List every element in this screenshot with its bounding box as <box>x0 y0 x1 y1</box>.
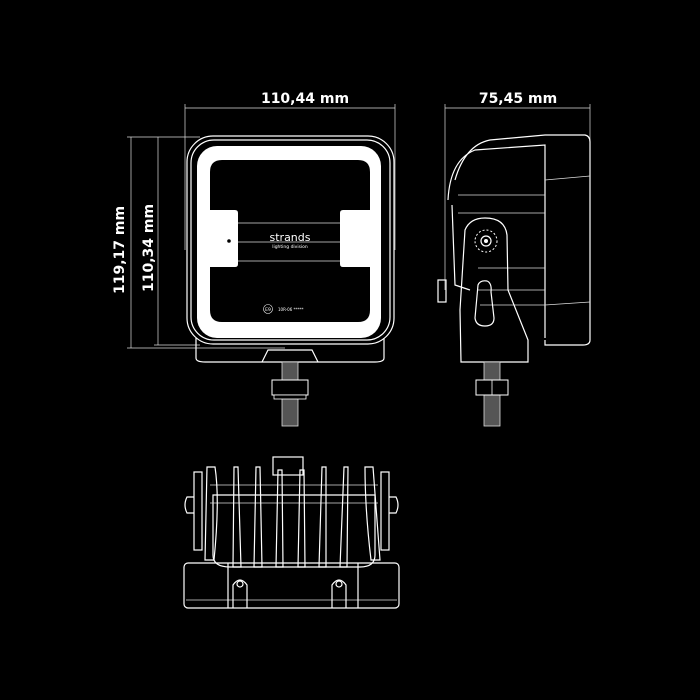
front-width-label: 110,44 mm <box>261 91 349 107</box>
dimension-total-height: 119,17 mm <box>112 136 285 349</box>
approval-code: 10R-06 ***** <box>278 307 304 312</box>
brand-logo: strands <box>270 231 311 244</box>
base-plate <box>183 562 400 609</box>
mounting-bolt <box>271 361 309 427</box>
side-mounting-bolt <box>475 361 509 427</box>
approval-mark-circle <box>263 304 273 314</box>
brand-tagline: lighting division <box>272 244 308 250</box>
dimension-front-width: 110,44 mm <box>184 91 396 250</box>
dimension-housing-height: 110,34 mm <box>141 137 200 346</box>
sensor-dot <box>227 239 231 243</box>
side-depth-label: 75,45 mm <box>479 91 557 107</box>
total-height-label: 119,17 mm <box>112 206 128 294</box>
right-bracket-arm <box>380 471 390 551</box>
heat-sink-fins <box>232 466 349 568</box>
lens <box>210 160 370 322</box>
dimension-side-depth: 75,45 mm <box>444 91 591 290</box>
bottom-view <box>183 456 400 609</box>
side-view <box>437 134 591 427</box>
approval-mark: E9 <box>265 307 271 313</box>
front-view: strands lighting division E9 10R-06 ****… <box>186 135 395 427</box>
bracket-slot <box>474 280 495 327</box>
left-bracket-arm <box>193 471 203 551</box>
adjustment-gear <box>474 229 498 253</box>
housing-height-label: 110,34 mm <box>141 204 157 292</box>
mounting-bracket <box>459 217 529 363</box>
